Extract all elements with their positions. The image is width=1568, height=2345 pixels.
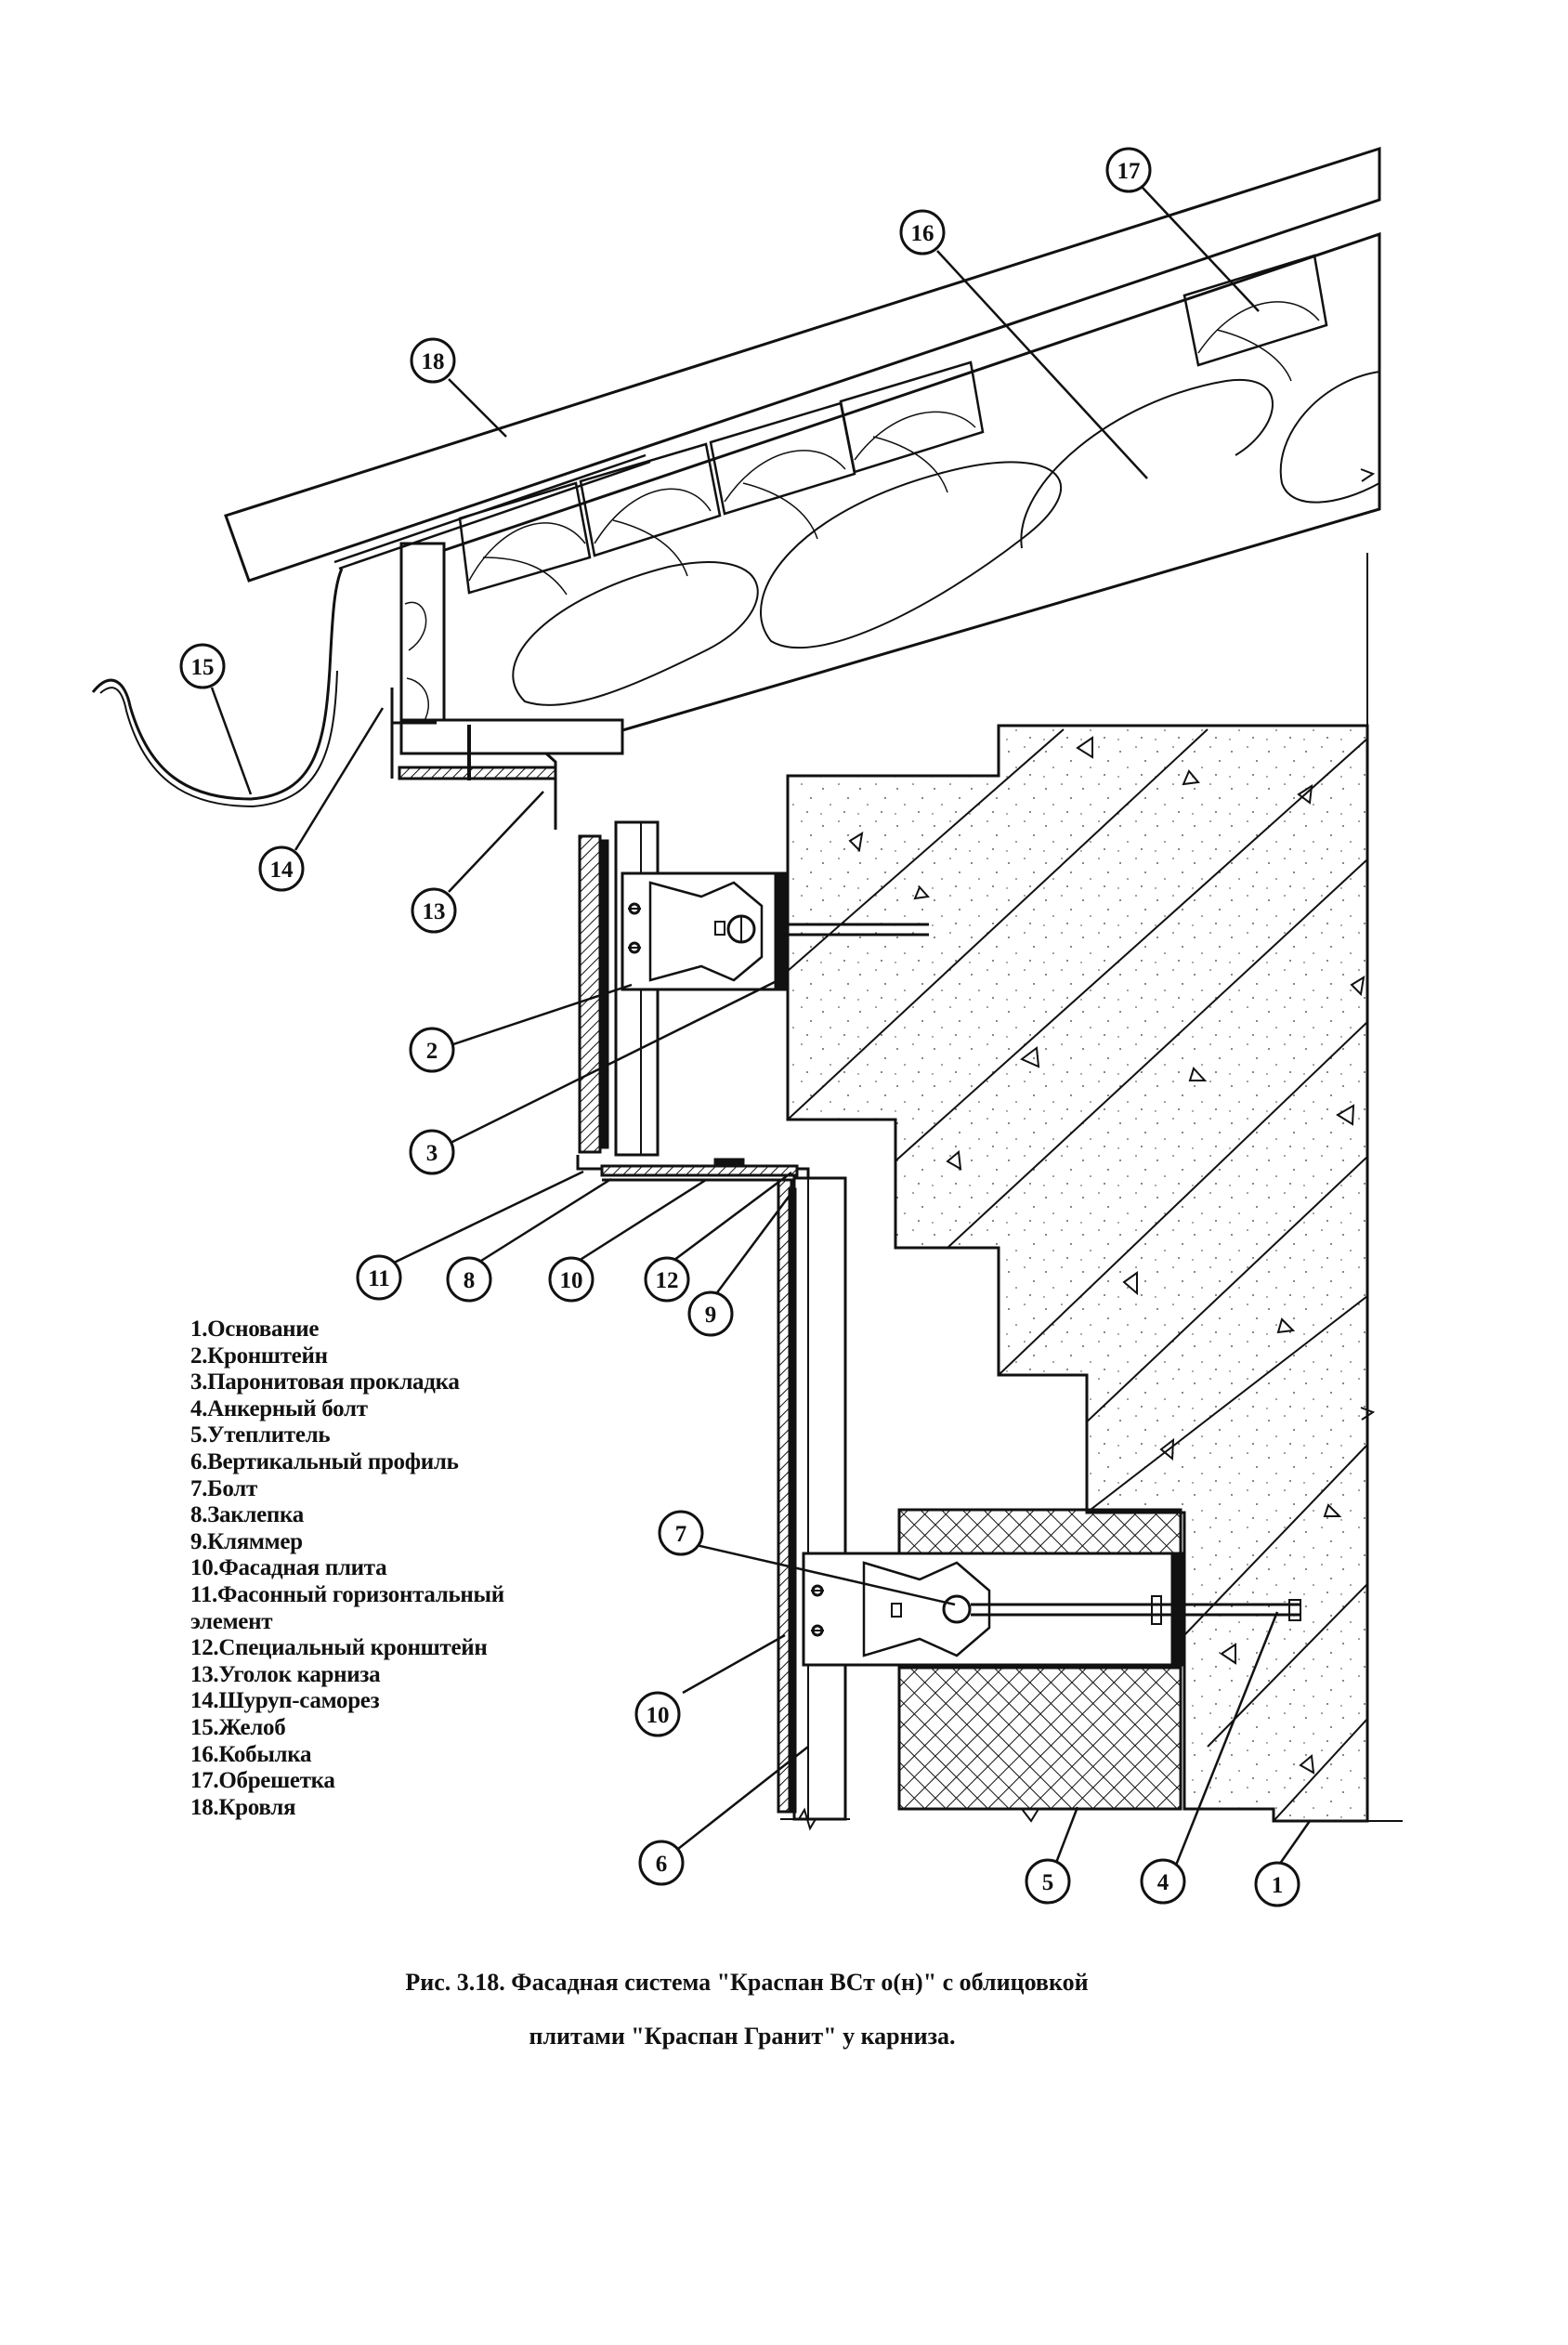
callout-12 xyxy=(644,1256,690,1303)
callout-number: 2 xyxy=(426,1039,438,1064)
callout-number: 7 xyxy=(675,1522,687,1547)
legend-item: 13.Уголок карниза xyxy=(190,1661,381,1687)
callout-10-lower xyxy=(634,1691,681,1737)
legend-item: 14.Шуруп-саморез xyxy=(190,1688,380,1714)
horizontal-shaped-element xyxy=(576,1155,810,1189)
caption-line-2: плитами "Краспан Гранит" у карниза. xyxy=(529,2023,956,2050)
fascia-board xyxy=(399,542,446,754)
callout-number: 18 xyxy=(422,349,445,374)
legend-item: 18.Кровля xyxy=(190,1794,296,1820)
callout-16 xyxy=(899,209,946,255)
callout-number: 9 xyxy=(705,1303,717,1328)
callout-7 xyxy=(658,1510,704,1556)
callout-6 xyxy=(638,1840,685,1886)
gutter xyxy=(91,568,344,801)
callout-number: 10 xyxy=(647,1703,670,1728)
legend-item: 3.Паронитовая прокладка xyxy=(190,1369,460,1395)
callout-8 xyxy=(446,1256,492,1303)
callout-3 xyxy=(409,1129,455,1175)
cornice-board xyxy=(399,718,624,755)
lathing-blocks xyxy=(458,254,1328,595)
callout-number: 8 xyxy=(464,1268,476,1293)
legend-item: 1.Основание xyxy=(190,1317,320,1342)
insulation-lower xyxy=(897,1666,1183,1811)
legend-item: 2.Кронштейн xyxy=(190,1343,328,1369)
cornice-angle-assembly xyxy=(390,688,557,830)
callout-number: 13 xyxy=(423,899,446,924)
legend-item: 9.Кляммер xyxy=(190,1528,303,1554)
legend-item: 4.Анкерный болт xyxy=(190,1395,368,1421)
callout-4 xyxy=(1140,1858,1186,1905)
legend-item: 11.Фасонный горизонтальный элемент xyxy=(190,1581,504,1634)
roof-assembly xyxy=(224,146,1381,755)
lower-bracket-assembly xyxy=(777,1176,1301,1831)
figure-caption: Рис. 3.18. Фасадная система "Краспан ВСт… xyxy=(0,1956,1568,2063)
callout-number: 5 xyxy=(1042,1870,1054,1895)
callout-number: 16 xyxy=(911,221,934,246)
callout-number: 3 xyxy=(426,1141,438,1166)
callout-number: 14 xyxy=(270,858,294,883)
lathing-grain xyxy=(468,301,1320,596)
gutter-inner xyxy=(99,670,338,808)
callout-number: 4 xyxy=(1157,1870,1169,1895)
callout-13 xyxy=(411,887,457,934)
wall-base xyxy=(786,468,1403,1823)
rafter-grain xyxy=(512,561,759,706)
legend-item: 12.Специальный кронштейн xyxy=(190,1635,488,1661)
legend-item: 15.Желоб xyxy=(190,1714,286,1740)
break-line xyxy=(1360,468,1376,1579)
roofing-board xyxy=(224,146,1381,583)
rafter-grain xyxy=(1020,378,1274,549)
legend-item: 17.Обрешетка xyxy=(190,1768,335,1794)
callout-number: 17 xyxy=(1117,159,1141,184)
callout-2 xyxy=(409,1027,455,1073)
legend-item: 16.Кобылка xyxy=(190,1741,312,1767)
callout-15 xyxy=(179,643,226,689)
upper-bracket-assembly xyxy=(578,820,929,1157)
callout-18 xyxy=(410,337,456,384)
legend-item: 5.Утеплитель xyxy=(190,1422,331,1448)
legend-item: 10.Фасадная плита xyxy=(190,1555,387,1581)
callout-17 xyxy=(1105,147,1152,193)
rafter-grain xyxy=(1279,371,1380,504)
callout-1 xyxy=(1254,1861,1300,1907)
callout-5 xyxy=(1025,1858,1071,1905)
leader-lines xyxy=(210,187,1312,1868)
callout-14 xyxy=(258,845,305,892)
callout-11 xyxy=(356,1254,402,1301)
callout-number: 12 xyxy=(656,1268,679,1293)
legend-item: 6.Вертикальный профиль xyxy=(190,1448,459,1474)
callout-10-upper xyxy=(548,1256,595,1303)
callout-numbers: 18 16 17 15 14 13 2 3 11 8 10 12 9 7 10 … xyxy=(191,159,1284,1898)
callout-number: 6 xyxy=(656,1852,668,1877)
callout-number: 1 xyxy=(1272,1873,1284,1898)
caption-line-1: Рис. 3.18. Фасадная система "Краспан ВСт… xyxy=(405,1969,1089,1996)
drip-flashing xyxy=(333,453,651,570)
callout-bubbles xyxy=(179,147,1300,1907)
legend-item: 8.Заклепка xyxy=(190,1502,304,1528)
callout-number: 10 xyxy=(560,1268,583,1293)
callout-number: 11 xyxy=(368,1266,390,1291)
legend-item: 7.Болт xyxy=(190,1475,257,1501)
legend-list: 1.Основание 2.Кронштейн 3.Паронитовая пр… xyxy=(190,1317,655,1821)
callout-9 xyxy=(687,1290,734,1337)
callout-number: 15 xyxy=(191,655,215,680)
